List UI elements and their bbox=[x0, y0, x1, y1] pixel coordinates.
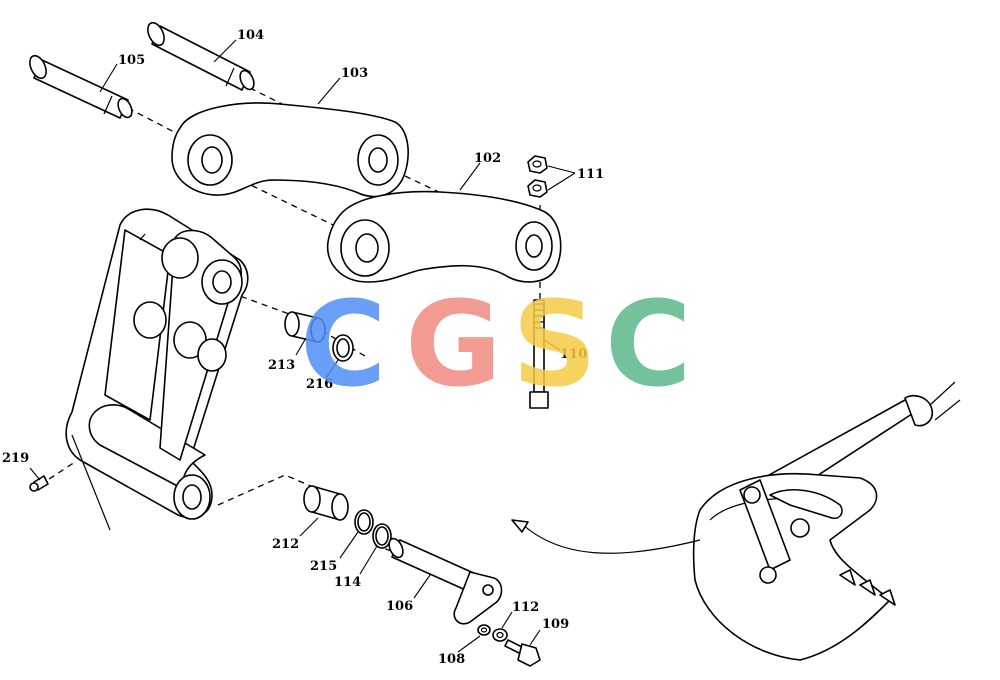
label-108: 108 bbox=[438, 652, 465, 667]
link-102 bbox=[326, 190, 562, 283]
washer-112 bbox=[492, 628, 508, 642]
label-219: 219 bbox=[2, 451, 29, 466]
watermark-letter-g: G bbox=[405, 275, 502, 413]
label-215: 215 bbox=[310, 559, 337, 574]
label-114: 114 bbox=[334, 575, 361, 590]
label-109: 109 bbox=[542, 617, 569, 632]
ring-114 bbox=[372, 523, 392, 549]
label-110: 110 bbox=[560, 347, 587, 362]
label-103: 103 bbox=[341, 66, 368, 81]
watermark-letter-s: S bbox=[512, 275, 597, 413]
pin-105 bbox=[29, 54, 133, 119]
label-213: 213 bbox=[268, 358, 295, 373]
bolt-110 bbox=[529, 299, 549, 409]
watermark-letter-c2: C bbox=[605, 275, 692, 413]
lever-frame bbox=[65, 208, 249, 531]
washer-108 bbox=[477, 624, 491, 636]
label-102: 102 bbox=[474, 151, 501, 166]
bushing-213 bbox=[284, 311, 326, 343]
part-labels: 105 104 103 102 111 110 213 216 219 212 … bbox=[2, 28, 604, 667]
leader-lines bbox=[29, 39, 576, 653]
label-112: 112 bbox=[512, 600, 539, 615]
bolt-109 bbox=[504, 639, 541, 667]
bucket-assembly-thumbnail bbox=[511, 381, 961, 661]
watermark-letter-c1: C bbox=[300, 275, 387, 413]
label-216: 216 bbox=[306, 377, 333, 392]
watermark-logo: C G S C bbox=[300, 275, 692, 413]
ring-216 bbox=[332, 334, 354, 362]
pin-106 bbox=[388, 537, 503, 625]
bushing-212 bbox=[303, 485, 349, 521]
nuts-111 bbox=[527, 155, 548, 198]
label-104: 104 bbox=[237, 28, 264, 43]
link-103 bbox=[171, 102, 409, 198]
label-111: 111 bbox=[577, 167, 604, 182]
label-106: 106 bbox=[386, 599, 413, 614]
label-105: 105 bbox=[118, 53, 145, 68]
grease-nipple-219 bbox=[29, 475, 49, 492]
ring-215 bbox=[354, 509, 374, 535]
label-212: 212 bbox=[272, 537, 299, 552]
